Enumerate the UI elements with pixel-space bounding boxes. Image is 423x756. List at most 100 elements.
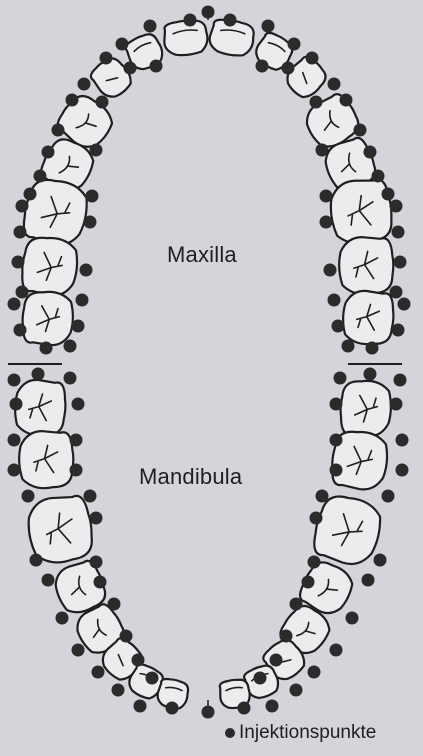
injection-point xyxy=(392,226,405,239)
injection-point xyxy=(78,78,91,91)
injection-point xyxy=(22,490,35,503)
injection-point xyxy=(202,706,215,719)
lower-tooth-2 xyxy=(341,381,391,436)
injection-point xyxy=(330,434,343,447)
injection-point xyxy=(8,298,21,311)
injection-point xyxy=(166,702,179,715)
injection-point xyxy=(72,320,85,333)
lower-tooth-3 xyxy=(17,429,75,490)
injection-point xyxy=(330,398,343,411)
injection-point xyxy=(8,464,21,477)
injection-point xyxy=(90,556,103,569)
injection-point xyxy=(390,398,403,411)
injection-point xyxy=(202,6,215,19)
injection-point xyxy=(8,434,21,447)
injection-point xyxy=(96,96,109,109)
injection-point xyxy=(342,340,355,353)
upper-tooth-14 xyxy=(337,235,395,296)
injection-point xyxy=(330,644,343,657)
black-dot-icon xyxy=(225,728,235,738)
injection-point xyxy=(56,612,69,625)
injection-point xyxy=(364,368,377,381)
injection-point xyxy=(310,96,323,109)
injection-point xyxy=(144,20,157,33)
injection-point xyxy=(266,700,279,713)
injection-point xyxy=(70,434,83,447)
upper-tooth-15 xyxy=(23,292,73,345)
injection-point xyxy=(124,62,137,75)
injection-point xyxy=(132,654,145,667)
injection-point xyxy=(90,144,103,157)
injection-point xyxy=(332,320,345,333)
injection-point xyxy=(120,630,133,643)
injection-point xyxy=(70,464,83,477)
injection-point xyxy=(382,490,395,503)
injection-point xyxy=(40,342,53,355)
injection-point xyxy=(14,324,27,337)
injection-point xyxy=(116,38,129,51)
injection-point xyxy=(390,286,403,299)
injection-point xyxy=(320,190,333,203)
injection-point xyxy=(308,666,321,679)
injection-point xyxy=(184,14,197,27)
injection-point xyxy=(256,60,269,73)
injection-point xyxy=(396,434,409,447)
legend: Injektionspunkte xyxy=(225,722,376,744)
injection-point xyxy=(64,372,77,385)
injection-point xyxy=(84,216,97,229)
injection-point xyxy=(12,256,25,269)
injection-point xyxy=(108,598,121,611)
injection-point xyxy=(324,264,337,277)
maxilla-label: Maxilla xyxy=(167,242,237,268)
injection-point xyxy=(288,38,301,51)
injection-point xyxy=(224,14,237,27)
injection-point xyxy=(14,226,27,239)
injection-point xyxy=(34,170,47,183)
injection-point xyxy=(92,666,105,679)
injection-point xyxy=(146,672,159,685)
upper-tooth-16 xyxy=(343,291,393,344)
injection-point xyxy=(382,188,395,201)
injection-point xyxy=(16,200,29,213)
injection-point xyxy=(42,146,55,159)
injection-point xyxy=(364,146,377,159)
injection-point xyxy=(390,200,403,213)
injection-point xyxy=(302,576,315,589)
injection-point xyxy=(362,574,375,587)
injection-point xyxy=(328,78,341,91)
lower-tooth-1 xyxy=(15,380,65,435)
injection-point xyxy=(52,124,65,137)
injection-point xyxy=(112,684,125,697)
injection-point xyxy=(10,398,23,411)
injection-point xyxy=(30,554,43,567)
injection-point xyxy=(340,94,353,107)
injection-point xyxy=(94,576,107,589)
teeth-group xyxy=(15,18,396,711)
injection-point xyxy=(366,342,379,355)
injection-point xyxy=(290,684,303,697)
injection-point xyxy=(76,294,89,307)
injection-point xyxy=(8,374,21,387)
injection-point xyxy=(316,490,329,503)
upper-tooth-13 xyxy=(21,236,79,297)
injection-point xyxy=(328,294,341,307)
injection-point xyxy=(84,490,97,503)
legend-text: Injektionspunkte xyxy=(239,722,376,744)
lower-tooth-6 xyxy=(310,492,385,569)
injection-point xyxy=(392,324,405,337)
injection-point xyxy=(396,464,409,477)
injection-point xyxy=(346,612,359,625)
injection-point xyxy=(254,672,267,685)
injection-point xyxy=(290,598,303,611)
injection-point xyxy=(238,702,251,715)
injection-point xyxy=(280,630,293,643)
injection-point xyxy=(320,216,333,229)
injection-point xyxy=(306,52,319,65)
injection-point xyxy=(398,298,411,311)
injection-point xyxy=(262,20,275,33)
injection-point xyxy=(64,340,77,353)
injection-point xyxy=(316,144,329,157)
injection-point xyxy=(372,170,385,183)
mandibula-label: Mandibula xyxy=(139,464,242,490)
